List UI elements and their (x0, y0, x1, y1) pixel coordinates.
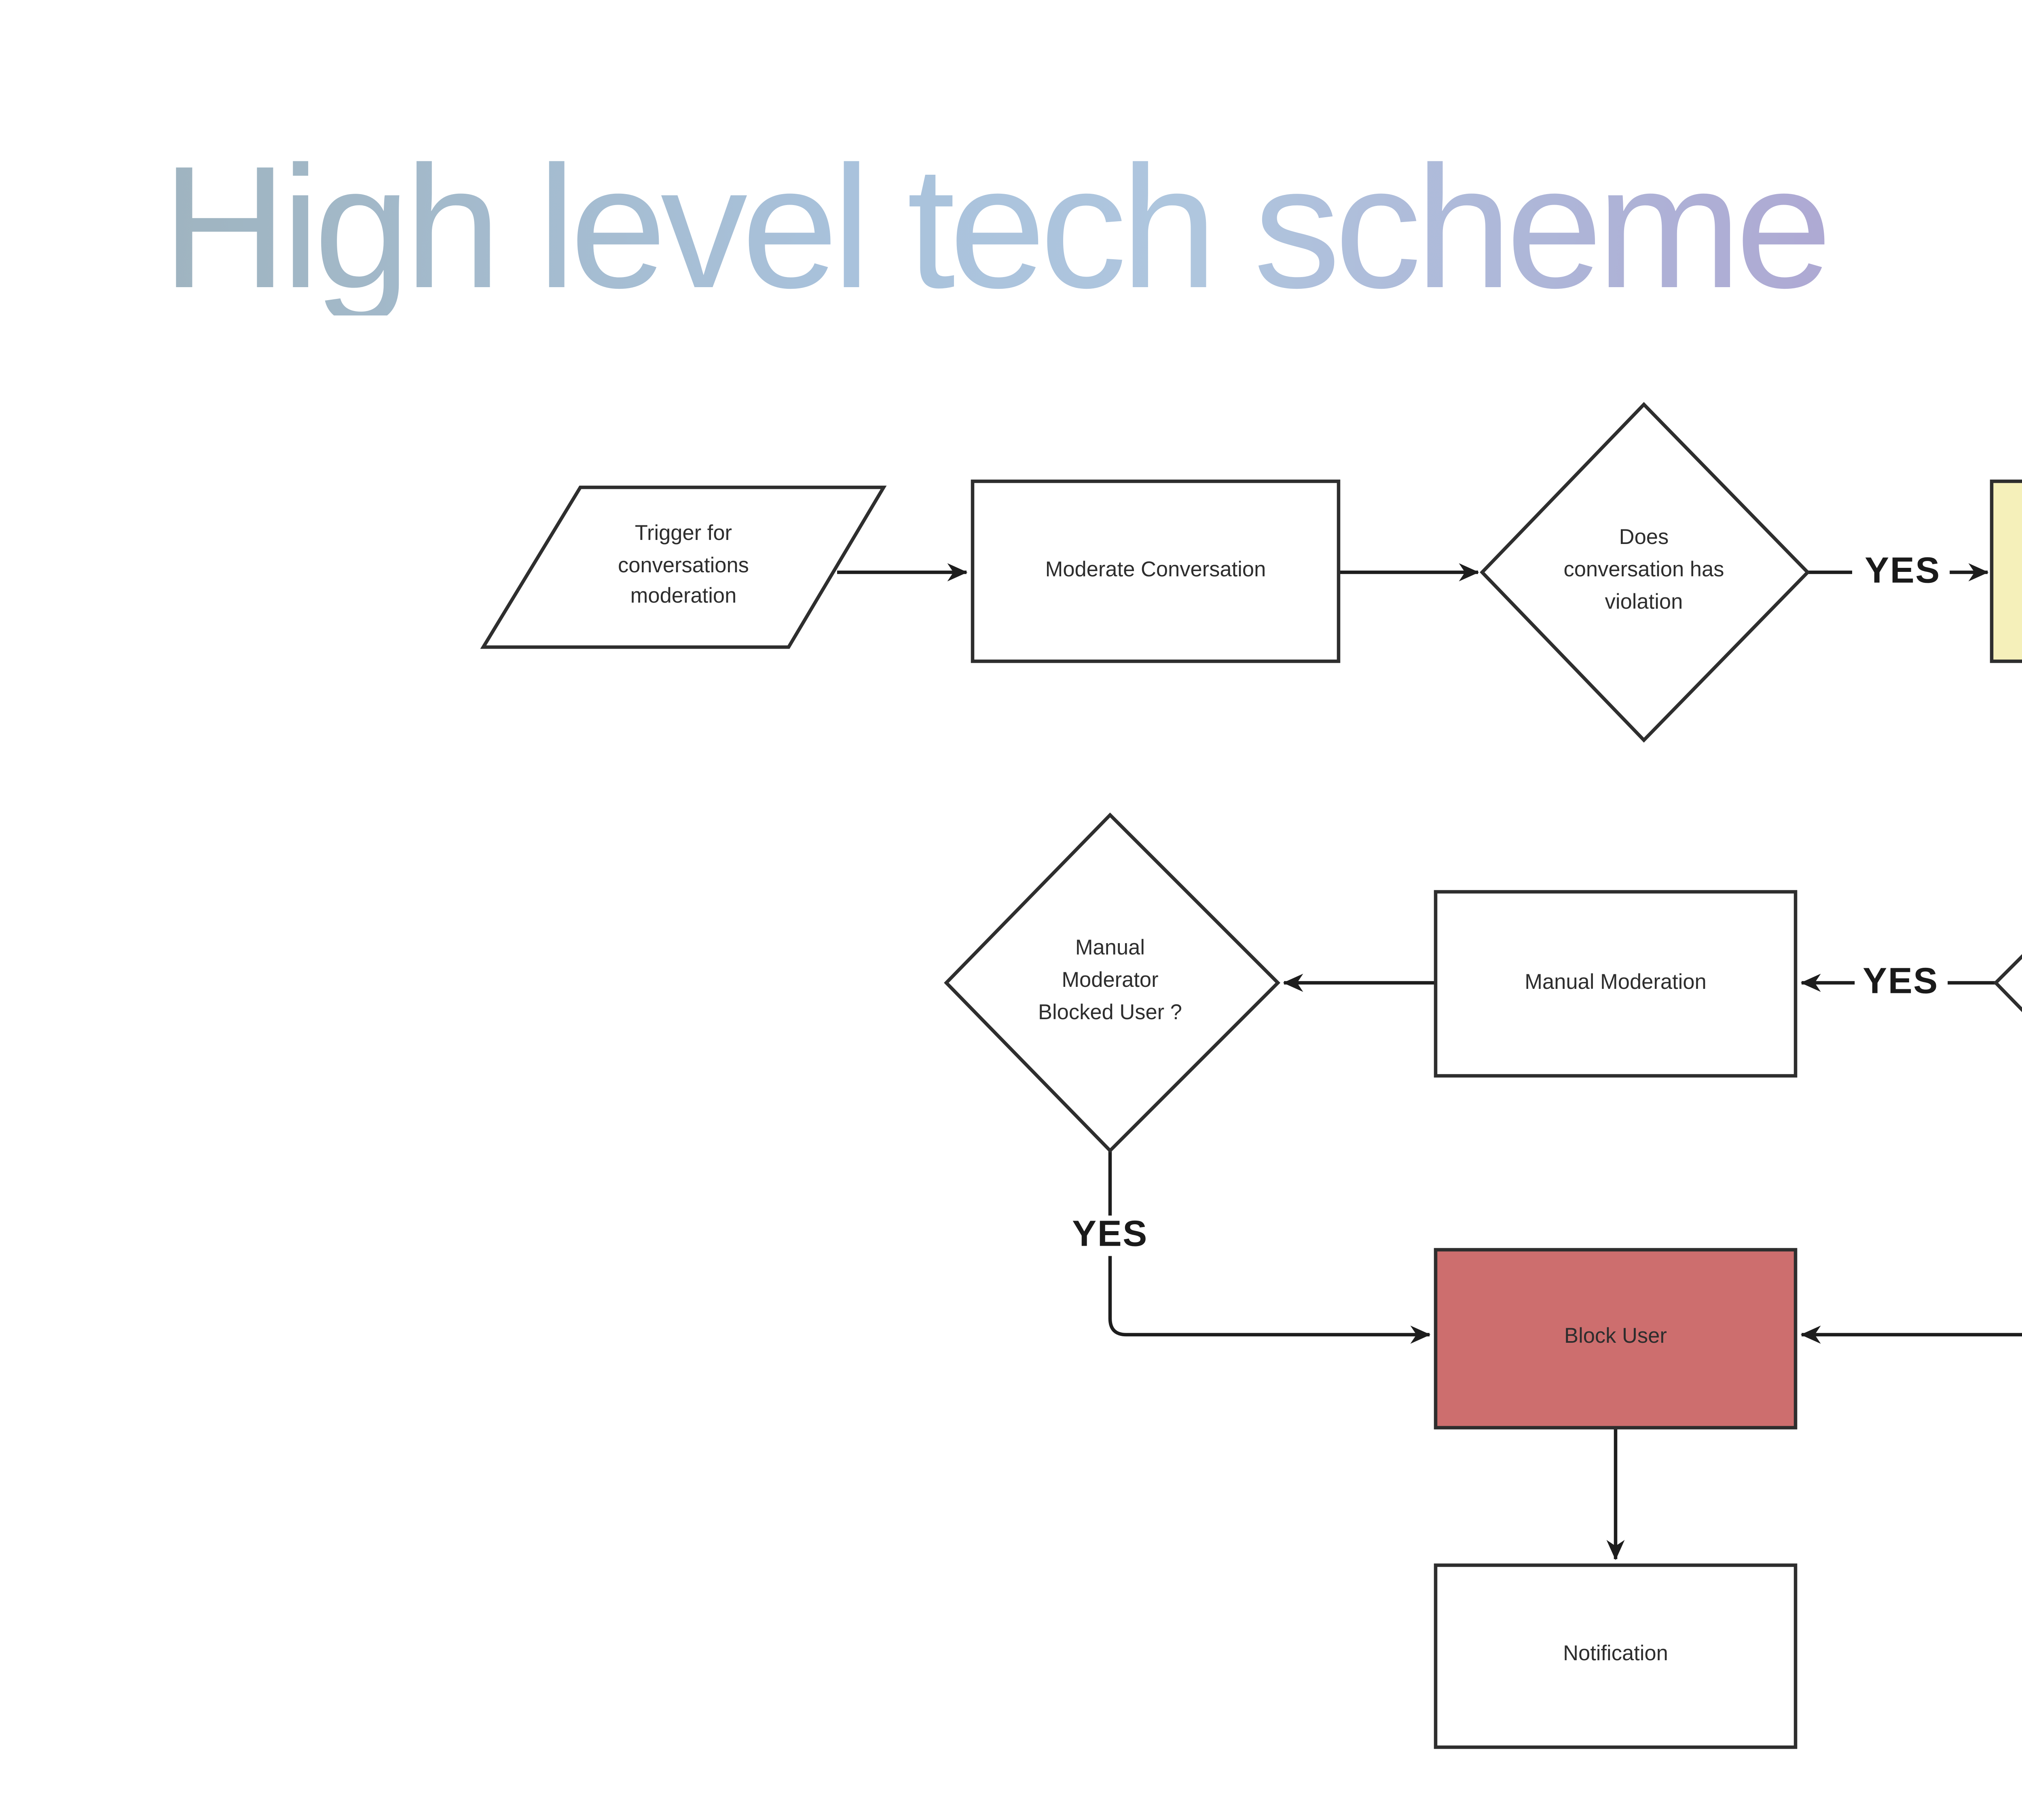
node-moderate-conversation-label: Moderate Conversation (1045, 557, 1266, 582)
node-manual-moderation-shape (1434, 890, 1798, 1078)
edge-blocked-check-to-block-user (1108, 1151, 1431, 1344)
node-add-violation-label: Add +1 violation to User (1992, 481, 2022, 661)
edge-gold-no-to-block-user (1800, 1325, 2022, 1344)
node-notification-label: Notification (1563, 1642, 1668, 1667)
edge-label-gold-yes: YES (1855, 961, 1947, 1003)
node-gold-check-shape (1993, 954, 2022, 1012)
page-title: High level tech scheme (162, 131, 1832, 326)
node-violation-check-label: Does conversation has violation (1563, 526, 1724, 615)
node-moderator-blocked-check-shape (944, 812, 1281, 1153)
node-moderator-blocked-check-label: Manual Moderator Blocked User ? (1038, 937, 1182, 1025)
node-trigger-shape (480, 485, 887, 649)
node-notification-shape (1434, 1563, 1798, 1749)
edge-label-violation-yes: YES (1857, 551, 1949, 593)
node-add-violation-shape (1990, 479, 2022, 663)
edge-label-moderator-blocked-yes: YES (1064, 1214, 1156, 1256)
node-block-user-shape (1434, 1248, 1798, 1430)
node-moderate-conversation-shape (971, 479, 1341, 663)
node-violation-check-shape (1480, 402, 1810, 743)
node-block-user-label: Block User (1564, 1325, 1667, 1349)
node-trigger-label: Trigger for conversations moderation (618, 521, 749, 609)
node-manual-moderation-label: Manual Moderation (1525, 970, 1707, 995)
